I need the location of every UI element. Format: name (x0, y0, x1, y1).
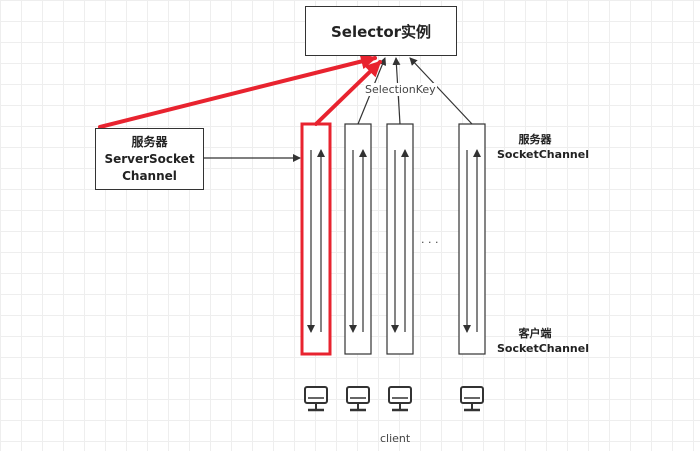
channel-column-3 (386, 123, 414, 355)
monitor-icon (346, 386, 370, 412)
server-socket-line1: 服务器 (131, 134, 168, 149)
monitor-icon (388, 386, 412, 412)
highlight-arrows (98, 53, 382, 129)
server-channel-line2: SocketChannel (497, 148, 589, 161)
client-label: client (380, 432, 411, 445)
channel-column-4 (458, 123, 486, 355)
server-socket-line2: ServerSocket (104, 151, 195, 166)
server-socketchannel-label: 服务器 SocketChannel (497, 132, 589, 162)
client-channel-line1: 客户端 (518, 327, 552, 340)
selection-key-label: SelectionKey (364, 83, 437, 96)
channel-column-2 (344, 123, 372, 355)
monitor-icon (460, 386, 484, 412)
monitor-icon (304, 386, 328, 412)
server-channel-line1: 服务器 (518, 133, 552, 146)
server-socket-channel-box: 服务器 ServerSocket Channel (95, 128, 204, 190)
channel-column-highlighted (300, 122, 332, 356)
client-monitors (304, 386, 484, 412)
ellipsis: · · · (421, 236, 439, 249)
channel-arrows (307, 149, 481, 333)
server-socket-line3: Channel (122, 168, 177, 183)
client-socketchannel-label: 客户端 SocketChannel (497, 326, 589, 356)
selector-title: Selector实例 (330, 22, 432, 41)
selector-box: Selector实例 (305, 6, 457, 56)
client-channel-line2: SocketChannel (497, 342, 589, 355)
